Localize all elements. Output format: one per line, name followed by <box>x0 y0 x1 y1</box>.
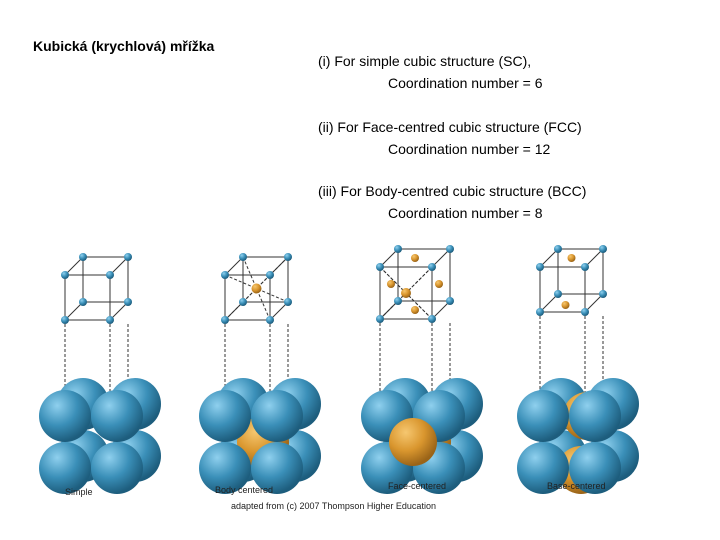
sc-statement: (i) For simple cubic structure (SC), Coo… <box>318 50 543 94</box>
packed-sphere <box>91 442 143 494</box>
packed-sphere <box>251 390 303 442</box>
cube-edge <box>224 256 244 276</box>
center-atom <box>251 283 262 294</box>
corner-atom <box>284 298 292 306</box>
caption-base-centered: Base-centered <box>547 481 606 491</box>
cube-edge <box>584 293 604 313</box>
face-atom <box>411 254 419 262</box>
corner-atom <box>428 315 436 323</box>
crystal-lattice-figure: Simple Body centered Face-centered Base-… <box>35 245 645 520</box>
lattice-illustration <box>39 245 639 494</box>
fcc-coordination: Coordination number = 12 <box>388 141 551 157</box>
page-title: Kubická (krychlová) mřížka <box>33 38 215 54</box>
face-atom <box>401 288 411 298</box>
bcc-statement: (iii) For Body-centred cubic structure (… <box>318 180 586 224</box>
fcc-statement: (ii) For Face-centred cubic structure (F… <box>318 116 582 160</box>
corner-atom <box>554 290 562 298</box>
sc-coordination: Coordination number = 6 <box>388 75 543 91</box>
corner-atom <box>394 245 402 253</box>
figure-credit: adapted from (c) 2007 Thompson Higher Ed… <box>231 501 436 511</box>
corner-atom <box>221 316 229 324</box>
corner-atom <box>106 271 114 279</box>
cube-edge <box>584 248 604 268</box>
face-atom <box>387 280 395 288</box>
packed-sphere <box>517 442 569 494</box>
packed-sphere <box>91 390 143 442</box>
corner-atom <box>239 298 247 306</box>
cube-edge <box>539 293 559 313</box>
packed-sphere <box>517 390 569 442</box>
cube-edge <box>379 248 399 268</box>
cube-edge <box>109 301 129 321</box>
corner-atom <box>428 263 436 271</box>
diagonal-line <box>242 256 257 289</box>
corner-atom <box>124 253 132 261</box>
corner-atom <box>284 253 292 261</box>
corner-atom <box>536 263 544 271</box>
corner-atom <box>61 271 69 279</box>
packed-sphere <box>569 390 621 442</box>
corner-atom <box>394 297 402 305</box>
cube-edge <box>64 301 84 321</box>
cube-edge <box>539 248 559 268</box>
corner-atom <box>221 271 229 279</box>
packed-sphere <box>251 442 303 494</box>
corner-atom <box>239 253 247 261</box>
caption-face-centered: Face-centered <box>388 481 447 491</box>
fcc-heading: (ii) For Face-centred cubic structure (F… <box>318 119 582 135</box>
corner-atom <box>266 271 274 279</box>
caption-simple: Simple <box>65 487 93 497</box>
cube-edge <box>431 248 451 268</box>
corner-atom <box>376 263 384 271</box>
bcc-coordination: Coordination number = 8 <box>388 205 543 221</box>
corner-atom <box>79 298 87 306</box>
base-atom <box>561 301 570 309</box>
corner-atom <box>266 316 274 324</box>
diagonal-line <box>224 274 257 289</box>
corner-atom <box>79 253 87 261</box>
sc-heading: (i) For simple cubic structure (SC), <box>318 53 532 69</box>
packed-face-sphere <box>389 418 437 466</box>
corner-atom <box>599 245 607 253</box>
corner-atom <box>61 316 69 324</box>
face-atom <box>411 306 419 314</box>
cube-edge <box>64 256 84 276</box>
packed-sphere <box>39 442 91 494</box>
diagonal-line <box>256 288 289 303</box>
corner-atom <box>581 308 589 316</box>
corner-atom <box>124 298 132 306</box>
corner-atom <box>446 297 454 305</box>
packed-sphere <box>39 390 91 442</box>
corner-atom <box>554 245 562 253</box>
base-atom <box>567 254 576 262</box>
corner-atom <box>536 308 544 316</box>
corner-atom <box>581 263 589 271</box>
corner-atom <box>446 245 454 253</box>
diagonal-line <box>256 288 271 321</box>
corner-atom <box>599 290 607 298</box>
packed-sphere <box>199 390 251 442</box>
caption-body-centered: Body centered <box>215 485 274 495</box>
cube-edge <box>109 256 129 276</box>
cube-edge <box>431 300 451 320</box>
corner-atom <box>106 316 114 324</box>
packed-sphere <box>199 442 251 494</box>
face-atom <box>435 280 443 288</box>
corner-atom <box>376 315 384 323</box>
bcc-heading: (iii) For Body-centred cubic structure (… <box>318 183 587 199</box>
cube-edge <box>269 301 289 321</box>
packed-sphere <box>569 442 621 494</box>
